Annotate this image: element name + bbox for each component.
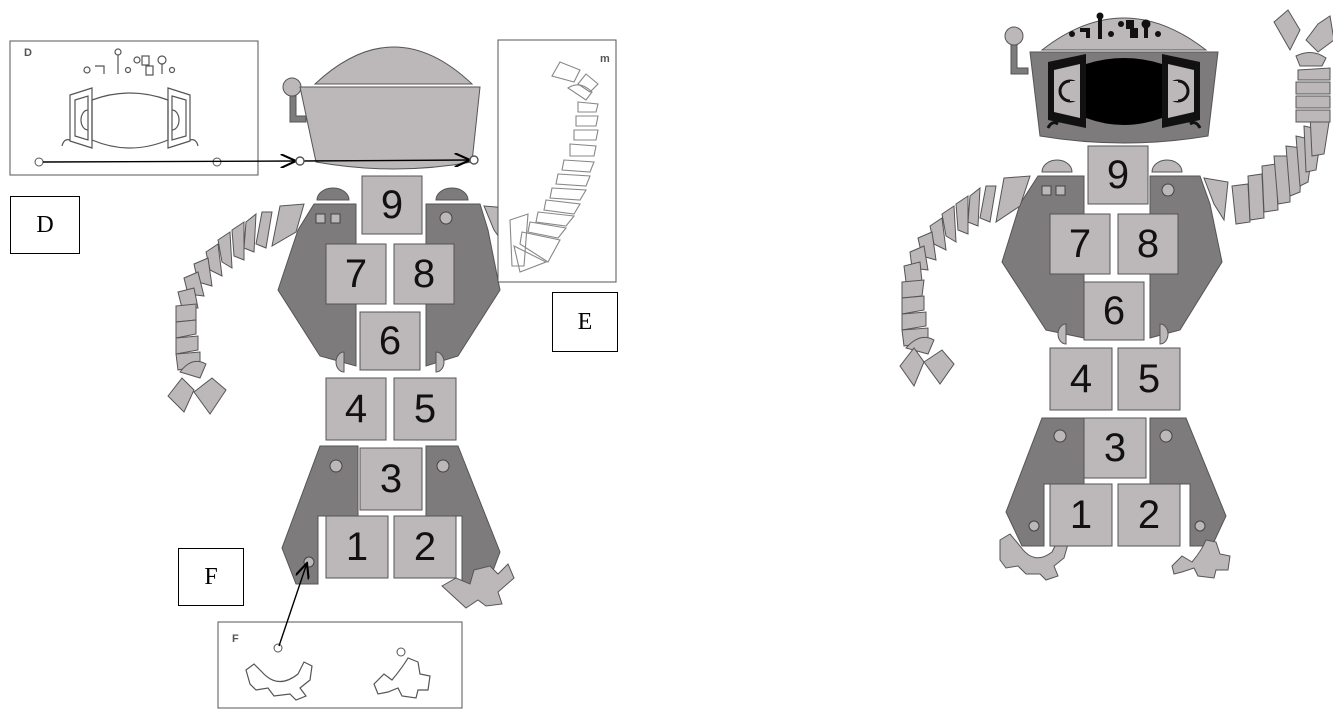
panel-square bbox=[316, 214, 325, 223]
sheet-f-hole bbox=[397, 648, 405, 656]
panel-square bbox=[331, 214, 340, 223]
head bbox=[300, 47, 480, 169]
right-shoulder-dome bbox=[1152, 160, 1182, 172]
assembly-block-7: 7 bbox=[326, 244, 386, 304]
finished-block-5: 5 bbox=[1118, 348, 1180, 410]
assembly-block-3: 3 bbox=[360, 448, 422, 510]
callout-f-label: F bbox=[204, 564, 217, 591]
panel-square bbox=[1042, 186, 1051, 195]
finished-block-6: 6 bbox=[1084, 282, 1144, 340]
right-arm bbox=[1232, 10, 1333, 224]
panel-rivet bbox=[437, 460, 449, 472]
assembly-block-5: 5 bbox=[394, 378, 456, 440]
block-number: 8 bbox=[413, 252, 435, 296]
left-arm bbox=[168, 212, 272, 414]
callout-e: E bbox=[552, 292, 618, 352]
finished-block-8: 8 bbox=[1118, 214, 1178, 274]
assembly-block-2: 2 bbox=[394, 516, 456, 578]
right-shoulder-dome bbox=[436, 188, 468, 200]
panel-rivet bbox=[1162, 184, 1174, 196]
left-arm bbox=[900, 186, 996, 386]
panel-rivet bbox=[1195, 521, 1205, 531]
assembly-block-4: 4 bbox=[326, 378, 386, 440]
block-number: 3 bbox=[1104, 426, 1126, 470]
screen bbox=[1086, 58, 1162, 125]
panel-rivet bbox=[330, 460, 342, 472]
finished-block-2: 2 bbox=[1118, 484, 1180, 546]
finished-block-9: 9 bbox=[1088, 146, 1148, 204]
sheet-d-hole bbox=[35, 158, 43, 166]
left-shoulder-dome bbox=[1042, 160, 1072, 172]
block-number: 9 bbox=[381, 183, 403, 227]
arrow-d-to-head bbox=[43, 161, 296, 162]
assembly-block-8: 8 bbox=[394, 244, 454, 304]
block-number: 6 bbox=[379, 319, 401, 363]
sheet-f: F bbox=[218, 622, 462, 708]
block-number: 7 bbox=[1069, 222, 1091, 266]
sheet-d-label: D bbox=[24, 47, 32, 59]
sheet-d: D bbox=[10, 41, 258, 175]
left-shoulder-dome bbox=[317, 188, 349, 200]
finished-block-4: 4 bbox=[1050, 348, 1112, 410]
panel-rivet bbox=[1029, 521, 1039, 531]
panel-rivet bbox=[440, 212, 452, 224]
block-number: 1 bbox=[1070, 493, 1092, 537]
sheet-e-label: m bbox=[600, 53, 610, 65]
finished-block-3: 3 bbox=[1084, 418, 1146, 478]
block-number: 5 bbox=[1138, 357, 1160, 401]
finished-block-7: 7 bbox=[1050, 214, 1110, 274]
block-number: 4 bbox=[345, 387, 367, 431]
callout-e-label: E bbox=[578, 309, 593, 336]
callout-f: F bbox=[178, 548, 244, 606]
panel-rivet bbox=[1160, 430, 1172, 442]
block-number: 4 bbox=[1070, 357, 1092, 401]
block-number: 6 bbox=[1103, 289, 1125, 333]
block-number: 7 bbox=[345, 252, 367, 296]
assembly-block-1: 1 bbox=[326, 516, 388, 578]
sheet-e: m bbox=[498, 40, 616, 282]
head-dome bbox=[1042, 18, 1206, 50]
callout-d-label: D bbox=[36, 212, 53, 239]
block-number: 2 bbox=[1138, 493, 1160, 537]
finished-robot: 9 7 8 6 4 5 3 1 bbox=[900, 10, 1333, 580]
panel-rivet bbox=[1054, 430, 1066, 442]
block-number: 9 bbox=[1107, 153, 1129, 197]
block-number: 5 bbox=[414, 387, 436, 431]
block-number: 1 bbox=[346, 525, 368, 569]
block-number: 8 bbox=[1137, 222, 1159, 266]
sheet-f-label: F bbox=[232, 633, 239, 645]
antenna bbox=[1005, 27, 1028, 74]
block-number: 2 bbox=[414, 525, 436, 569]
callout-d: D bbox=[10, 196, 80, 254]
assembly-block-6: 6 bbox=[360, 312, 420, 370]
block-number: 3 bbox=[380, 457, 402, 501]
assembly-block-9: 9 bbox=[362, 176, 422, 234]
sheet-f-hole bbox=[274, 644, 282, 652]
finished-block-1: 1 bbox=[1050, 484, 1112, 546]
panel-square bbox=[1056, 186, 1065, 195]
